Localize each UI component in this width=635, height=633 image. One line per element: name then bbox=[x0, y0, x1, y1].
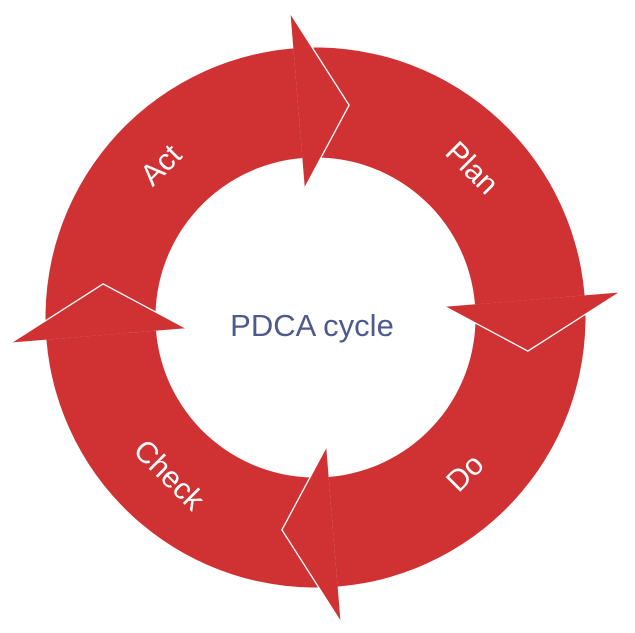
arrow-body-check bbox=[46, 330, 338, 588]
diagram-title: PDCA cycle bbox=[230, 308, 394, 343]
arrow-body-act bbox=[45, 48, 303, 340]
arrowhead-edge-do bbox=[281, 446, 342, 622]
arrowhead-plan bbox=[445, 292, 620, 352]
arrowhead-act bbox=[290, 13, 350, 188]
arrowhead-edge-plan bbox=[444, 291, 620, 352]
arrow-body-plan bbox=[293, 47, 585, 305]
arrowhead-edge-check bbox=[11, 283, 187, 344]
arrowhead-check bbox=[11, 283, 186, 343]
arrowhead-edge-act bbox=[289, 13, 350, 189]
arrow-body-do bbox=[328, 295, 586, 587]
arrowhead-do bbox=[281, 447, 341, 622]
